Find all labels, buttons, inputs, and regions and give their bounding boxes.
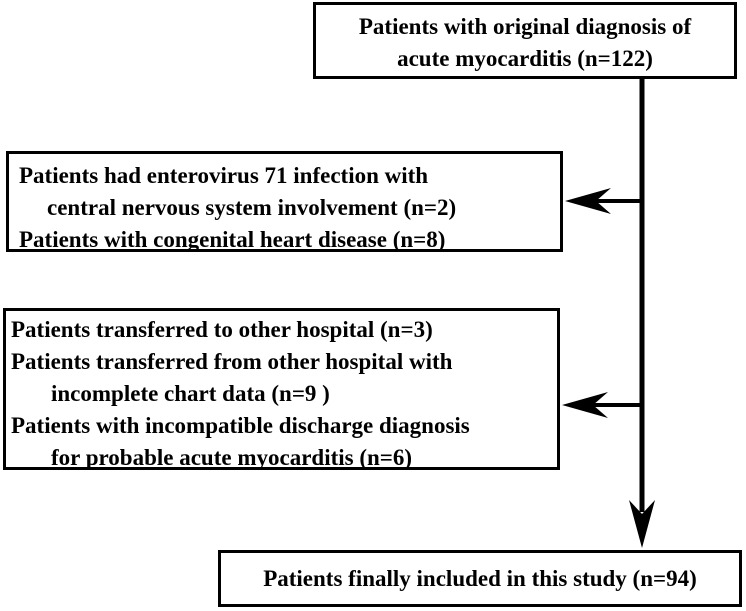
- box-text-line: Patients transferred to other hospital (…: [11, 317, 433, 342]
- box-text-line: Patients with incompatible discharge dia…: [11, 413, 470, 438]
- box-text-line: Patients had enterovirus 71 infection wi…: [19, 163, 429, 188]
- box-text-line: incomplete chart data (n=9 ): [51, 381, 330, 406]
- box-text-line: for probable acute myocarditis (n=6): [51, 445, 413, 470]
- box-text-line: Patients finally included in this study …: [263, 566, 697, 591]
- left-arrowhead-icon-2: [562, 392, 608, 418]
- left-arrowhead-icon-1: [565, 188, 611, 214]
- exclusion-box-2: Patients transferred to other hospital (…: [3, 308, 560, 470]
- exclusion-box-1: Patients had enterovirus 71 infection wi…: [6, 151, 563, 252]
- down-arrowhead-icon: [629, 500, 655, 548]
- box-text-line: Patients with congenital heart disease (…: [19, 227, 446, 252]
- box-text-line: central nervous system involvement (n=2): [47, 195, 457, 220]
- box-text-line: Patients transferred from other hospital…: [11, 349, 453, 374]
- box-text-line: acute myocarditis (n=122): [397, 46, 653, 71]
- initial-patients-box: Patients with original diagnosis of acut…: [313, 2, 737, 79]
- final-included-box: Patients finally included in this study …: [218, 550, 742, 607]
- box-text-line: Patients with original diagnosis of: [358, 14, 692, 39]
